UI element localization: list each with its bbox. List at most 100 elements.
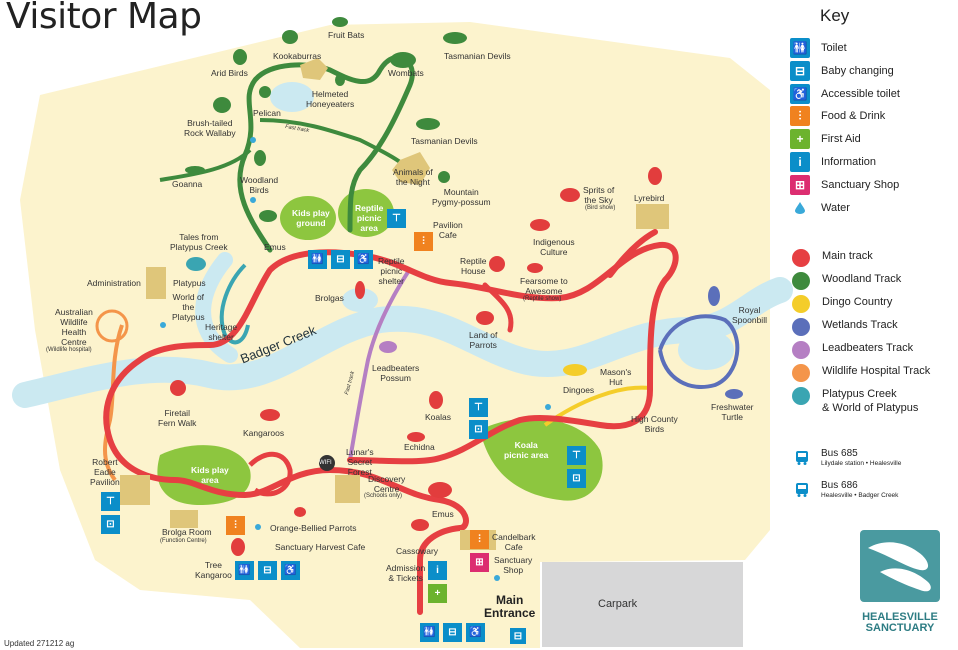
animal-silhouettes (170, 167, 662, 556)
key-label: Information (821, 156, 877, 168)
key-track-label: Wetlands Track (822, 319, 898, 331)
key-row-first-aid: +First Aid (790, 129, 861, 150)
main-entrance-label: Main Entrance (484, 593, 536, 620)
key-label: Sanctuary Shop (821, 178, 900, 191)
accessible-icon: ♿ (281, 561, 300, 580)
carpark: Carpark (542, 562, 743, 647)
label-tales-platypus: Tales from Platypus Creek (170, 232, 228, 252)
picnic-table-icon: ⊤ (567, 446, 586, 465)
label-lyrebird: Lyrebird (634, 193, 665, 203)
key-row-water-drop: Water (790, 198, 850, 218)
bus-name: Bus 686 (821, 480, 858, 491)
brolga-pond (342, 288, 378, 312)
label-sanctuary-harvest: Sanctuary Harvest Cafe (275, 542, 366, 552)
key-label: Baby changing (821, 64, 894, 77)
updated-note: Updated 271212 ag (4, 639, 75, 648)
key-track-row: Main track (790, 249, 873, 269)
baby-changing-icon: ⊟ (443, 623, 462, 642)
carpark-label: Carpark (598, 598, 638, 610)
bbq-icon: ⊡ (101, 515, 120, 534)
information-icon: i (790, 152, 810, 172)
bbq-icon: ⊡ (567, 469, 586, 488)
bus-route: Lilydale station • Healesville (821, 460, 902, 467)
picnic-table-icon: ⊤ (101, 492, 120, 511)
key-row-food-drink: ⫶Food & Drink (790, 106, 885, 127)
label-mountain-pygmy: Mountain Pygmy-possum (432, 187, 491, 207)
key-row-accessible: ♿Accessible toilet (790, 83, 900, 104)
track-color-swatch (792, 295, 810, 313)
picnic-table-icon: ⊤ (387, 209, 406, 228)
logo-line2: SANCTUARY (865, 622, 935, 634)
key-track-row: Wetlands Track (790, 318, 898, 338)
food-drink-icon: ⫶ (470, 530, 489, 549)
label-koala-picnic: Koala picnic area (504, 440, 549, 460)
platypus-logo-icon (868, 542, 931, 592)
label-echidna: Echidna (404, 442, 435, 452)
accessible-icon: ♿ (790, 83, 810, 104)
label-australian-wildlife: Australian Wildlife Health Centre (55, 307, 93, 347)
bus-icon (794, 482, 810, 498)
toilet-icon: 🚻 (308, 250, 327, 269)
information-icon: i (428, 561, 447, 580)
label-discovery-sub: (Schools only) (364, 493, 403, 499)
robert-eadie-pavilion (120, 475, 150, 505)
label-emus-top: Emus (264, 242, 286, 252)
toilet-icon: 🚻 (235, 561, 254, 580)
gift-icon: ⊞ (470, 553, 489, 572)
label-emus: Emus (432, 509, 454, 519)
label-kangaroos: Kangaroos (243, 428, 285, 438)
logo-text: HEALESVILLE SANCTUARY (849, 612, 951, 634)
key-title: Key (820, 6, 850, 25)
key-track-row: Wildlife Hospital Track (790, 364, 930, 384)
leadbeaters-track (348, 270, 410, 461)
label-reptile-picnic: Reptile picnic area (355, 203, 384, 233)
kids-play-ground-grass (280, 196, 336, 240)
key-track-row: Woodland Track (790, 272, 901, 292)
label-brolgas: Brolgas (315, 293, 344, 303)
key-track-row: Dingo Country (790, 295, 892, 315)
label-fearsome-sub: (Reptile show) (523, 296, 562, 302)
first-aid-icon: + (428, 584, 447, 603)
water-drop-icon (790, 198, 810, 218)
label-reptile-house: Reptile House (460, 256, 487, 276)
platypus-creek-track (219, 263, 250, 345)
label-pelican: Pelican (253, 108, 281, 118)
animals-night-building (392, 152, 430, 185)
wifi-icon (319, 455, 335, 471)
label-brolga-room: Brolga Room (162, 527, 212, 537)
bus-icon: ⊟ (510, 628, 526, 644)
key-track-row: Platypus Creek & World of Platypus (790, 387, 918, 414)
track-color-swatch (792, 364, 810, 382)
label-robert-eadie: Robert Eadie Pavilion (90, 457, 120, 487)
label-world-platypus: World of the Platypus (172, 292, 205, 322)
accessible-icon: ♿ (466, 623, 485, 642)
label-admission: Admission & Tickets (386, 563, 426, 583)
track-color-swatch (792, 318, 810, 336)
label-brolga-room-sub: (Function Centre) (160, 538, 207, 544)
honeyeater-pond (270, 82, 314, 112)
key-label: Toilet (821, 42, 847, 54)
bbq-icon: ⊡ (469, 420, 488, 439)
food-drink-icon: ⫶ (414, 232, 433, 251)
administration-building (146, 267, 166, 299)
label-tree-kangaroo: Tree Kangaroo (195, 560, 232, 580)
label-masons-hut: Mason's Hut (600, 367, 632, 387)
label-kids-play-ground: Kids play ground (292, 208, 330, 228)
label-cassowary: Cassowary (396, 546, 439, 556)
logo-line1: HEALESVILLE (862, 611, 938, 623)
key-track-label: Leadbeaters Track (822, 342, 914, 354)
label-indigenous-culture: Indigenous Culture (533, 237, 575, 257)
label-fearsome: Fearsome to Awesome (520, 276, 568, 296)
key-row-baby-changing: ⊟ Baby changing (790, 60, 894, 81)
baby-changing-icon: ⊟ (790, 60, 810, 81)
label-fruit-bats: Fruit Bats (328, 30, 365, 40)
key-track-row: Leadbeaters Track (790, 341, 913, 361)
main-track-lyrebird (607, 229, 658, 278)
key-row-gift: ⊞Sanctuary Shop (790, 174, 900, 195)
key-label: First Aid (821, 133, 861, 146)
woodland-fast-track (259, 118, 412, 172)
label-candelbark: Candelbark Cafe (492, 532, 536, 552)
bus-icon (794, 450, 810, 466)
key-track-label: Wildlife Hospital Track (822, 365, 931, 377)
